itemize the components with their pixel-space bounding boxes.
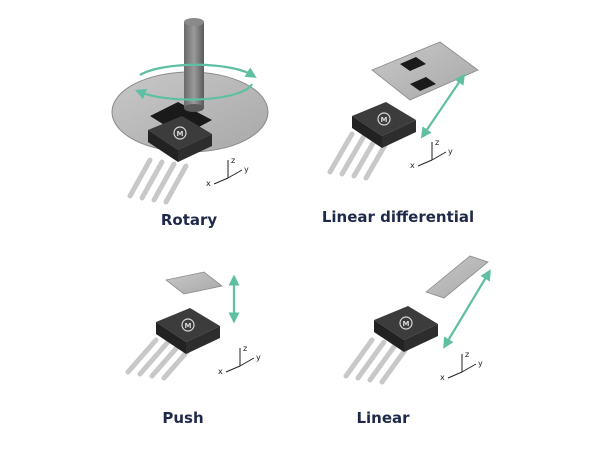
rotary-axis-z: z: [231, 156, 235, 165]
push-chip: M: [156, 308, 220, 354]
ld-chip-logo: M: [381, 116, 388, 124]
ld-chip: M: [352, 102, 416, 148]
rotary-label: Rotary: [160, 211, 218, 229]
linear-differential-label: Linear differential: [321, 208, 475, 226]
linear-pins: [343, 337, 411, 385]
ld-axis-y: y: [448, 147, 453, 156]
ld-target-plate: [371, 41, 479, 101]
ld-motion-arrow: [420, 73, 466, 139]
ld-axes-icon: [417, 142, 447, 167]
linear-axis-z: z: [465, 350, 469, 359]
rotary-rotation-arrow: [139, 63, 257, 78]
linear-target-plate: [425, 255, 489, 299]
linear-panel: M z x y: [343, 255, 491, 385]
push-panel: M z x y: [125, 271, 261, 381]
push-axis-x: x: [218, 367, 223, 376]
rotary-chip: M: [148, 116, 212, 162]
linear-differential-panel: M z x y: [327, 41, 479, 181]
push-axis-z: z: [243, 344, 247, 353]
ld-axis-z: z: [435, 138, 439, 147]
rotary-pins: [127, 157, 189, 205]
rotary-chip-logo: M: [177, 130, 184, 138]
linear-chip: M: [374, 306, 438, 352]
ld-axis-x: x: [410, 161, 415, 170]
rotary-axes-icon: [213, 160, 243, 185]
linear-axis-y: y: [478, 359, 483, 368]
linear-motion-arrow: [443, 269, 491, 349]
rotary-axis-y: y: [244, 165, 249, 174]
rotary-rotation-arrow-lower: [134, 83, 253, 101]
push-target-plate: [165, 271, 223, 295]
linear-axis-x: x: [440, 373, 445, 382]
rotary-axis-x: x: [206, 179, 211, 188]
push-axis-y: y: [256, 353, 261, 362]
ld-target-window-1: [400, 57, 426, 71]
rotary-panel: M z x y: [111, 18, 269, 205]
push-axes-icon: [225, 348, 255, 373]
linear-chip-logo: M: [403, 320, 410, 328]
push-chip-logo: M: [185, 322, 192, 330]
linear-label: Linear: [356, 409, 410, 427]
push-label: Push: [162, 409, 204, 427]
linear-axes-icon: [447, 354, 477, 379]
